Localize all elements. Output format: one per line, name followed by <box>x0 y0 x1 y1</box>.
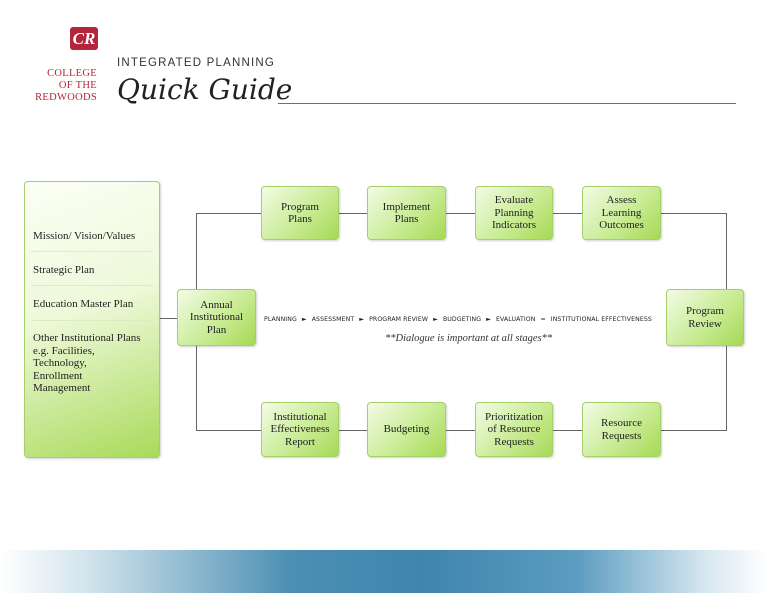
college-name-line-3: REDWOODS <box>35 92 97 103</box>
connector-top-3 <box>553 213 582 214</box>
connector-bottom-3 <box>553 430 582 431</box>
sidebar-divider <box>31 285 153 286</box>
flow-step-program-review: PROGRAM REVIEW <box>369 316 429 323</box>
arrow-right-icon: ► <box>301 316 307 323</box>
planning-cycle-sequence: PLANNING ► ASSESSMENT ► PROGRAM REVIEW ► BUDGE… <box>264 316 652 323</box>
sidebar-item-mission: Mission/ Vision/Values <box>33 230 136 242</box>
institutional-effectiveness-report-box: Institutional Effectiveness Report <box>261 402 339 457</box>
flow-step-budgeting: BUDGETING <box>442 316 482 323</box>
connector-bottom-1 <box>339 430 368 431</box>
flow-step-planning: PLANNING <box>264 316 297 323</box>
college-name-line-2: OF THE <box>58 80 97 91</box>
header-rule <box>278 103 736 104</box>
resource-requests-box: Resource Requests <box>582 402 661 457</box>
equals-sign: = <box>540 316 546 323</box>
college-name: COLLEGE OF THE REDWOODS <box>28 68 97 104</box>
connector-top-left <box>196 213 262 214</box>
program-review-box: Program Review <box>666 289 744 346</box>
budgeting-box: Budgeting <box>367 402 446 457</box>
prioritization-of-resource-requests-box: Prioritization of Resource Requests <box>475 402 553 457</box>
flow-result: INSTITUTIONAL EFFECTIVENESS <box>550 316 652 323</box>
sidebar-item-strategic-plan: Strategic Plan <box>33 264 95 276</box>
planning-documents-panel: Mission/ Vision/Values Strategic Plan Ed… <box>24 181 160 458</box>
sidebar-item-other-plans: Other Institutional Plans e.g. Facilitie… <box>33 332 141 394</box>
flow-step-evaluation: EVALUATION <box>495 316 536 323</box>
college-logo-mark: CR <box>70 27 98 50</box>
connector-top-2 <box>446 213 475 214</box>
dialogue-note: **Dialogue is important at all stages** <box>385 333 553 344</box>
annual-institutional-plan-box: Annual Institutional Plan <box>177 289 256 346</box>
assess-learning-outcomes-box: Assess Learning Outcomes <box>582 186 661 240</box>
flow-step-assessment: ASSESSMENT <box>311 316 355 323</box>
sidebar-divider <box>31 320 153 321</box>
arrow-right-icon: ► <box>486 316 491 323</box>
page-title: Quick Guide <box>117 73 293 106</box>
connector-top-right <box>661 213 727 214</box>
connector-bottom-right <box>661 430 727 431</box>
header-subtitle: INTEGRATED PLANNING <box>117 57 276 69</box>
implement-plans-box: Implement Plans <box>367 186 446 240</box>
connector-bottom-2 <box>446 430 475 431</box>
evaluate-planning-indicators-box: Evaluate Planning Indicators <box>475 186 553 240</box>
connector-bottom-left <box>196 430 262 431</box>
connector-sidebar-to-annual <box>158 318 178 319</box>
arrow-right-icon: ► <box>433 316 438 323</box>
college-name-line-1: COLLEGE <box>47 68 97 79</box>
arrow-right-icon: ► <box>359 316 365 323</box>
sidebar-divider <box>31 251 153 252</box>
connector-top-1 <box>339 213 368 214</box>
sidebar-item-education-master-plan: Education Master Plan <box>33 298 134 310</box>
footer-band <box>0 550 768 593</box>
program-plans-box: Program Plans <box>261 186 339 240</box>
